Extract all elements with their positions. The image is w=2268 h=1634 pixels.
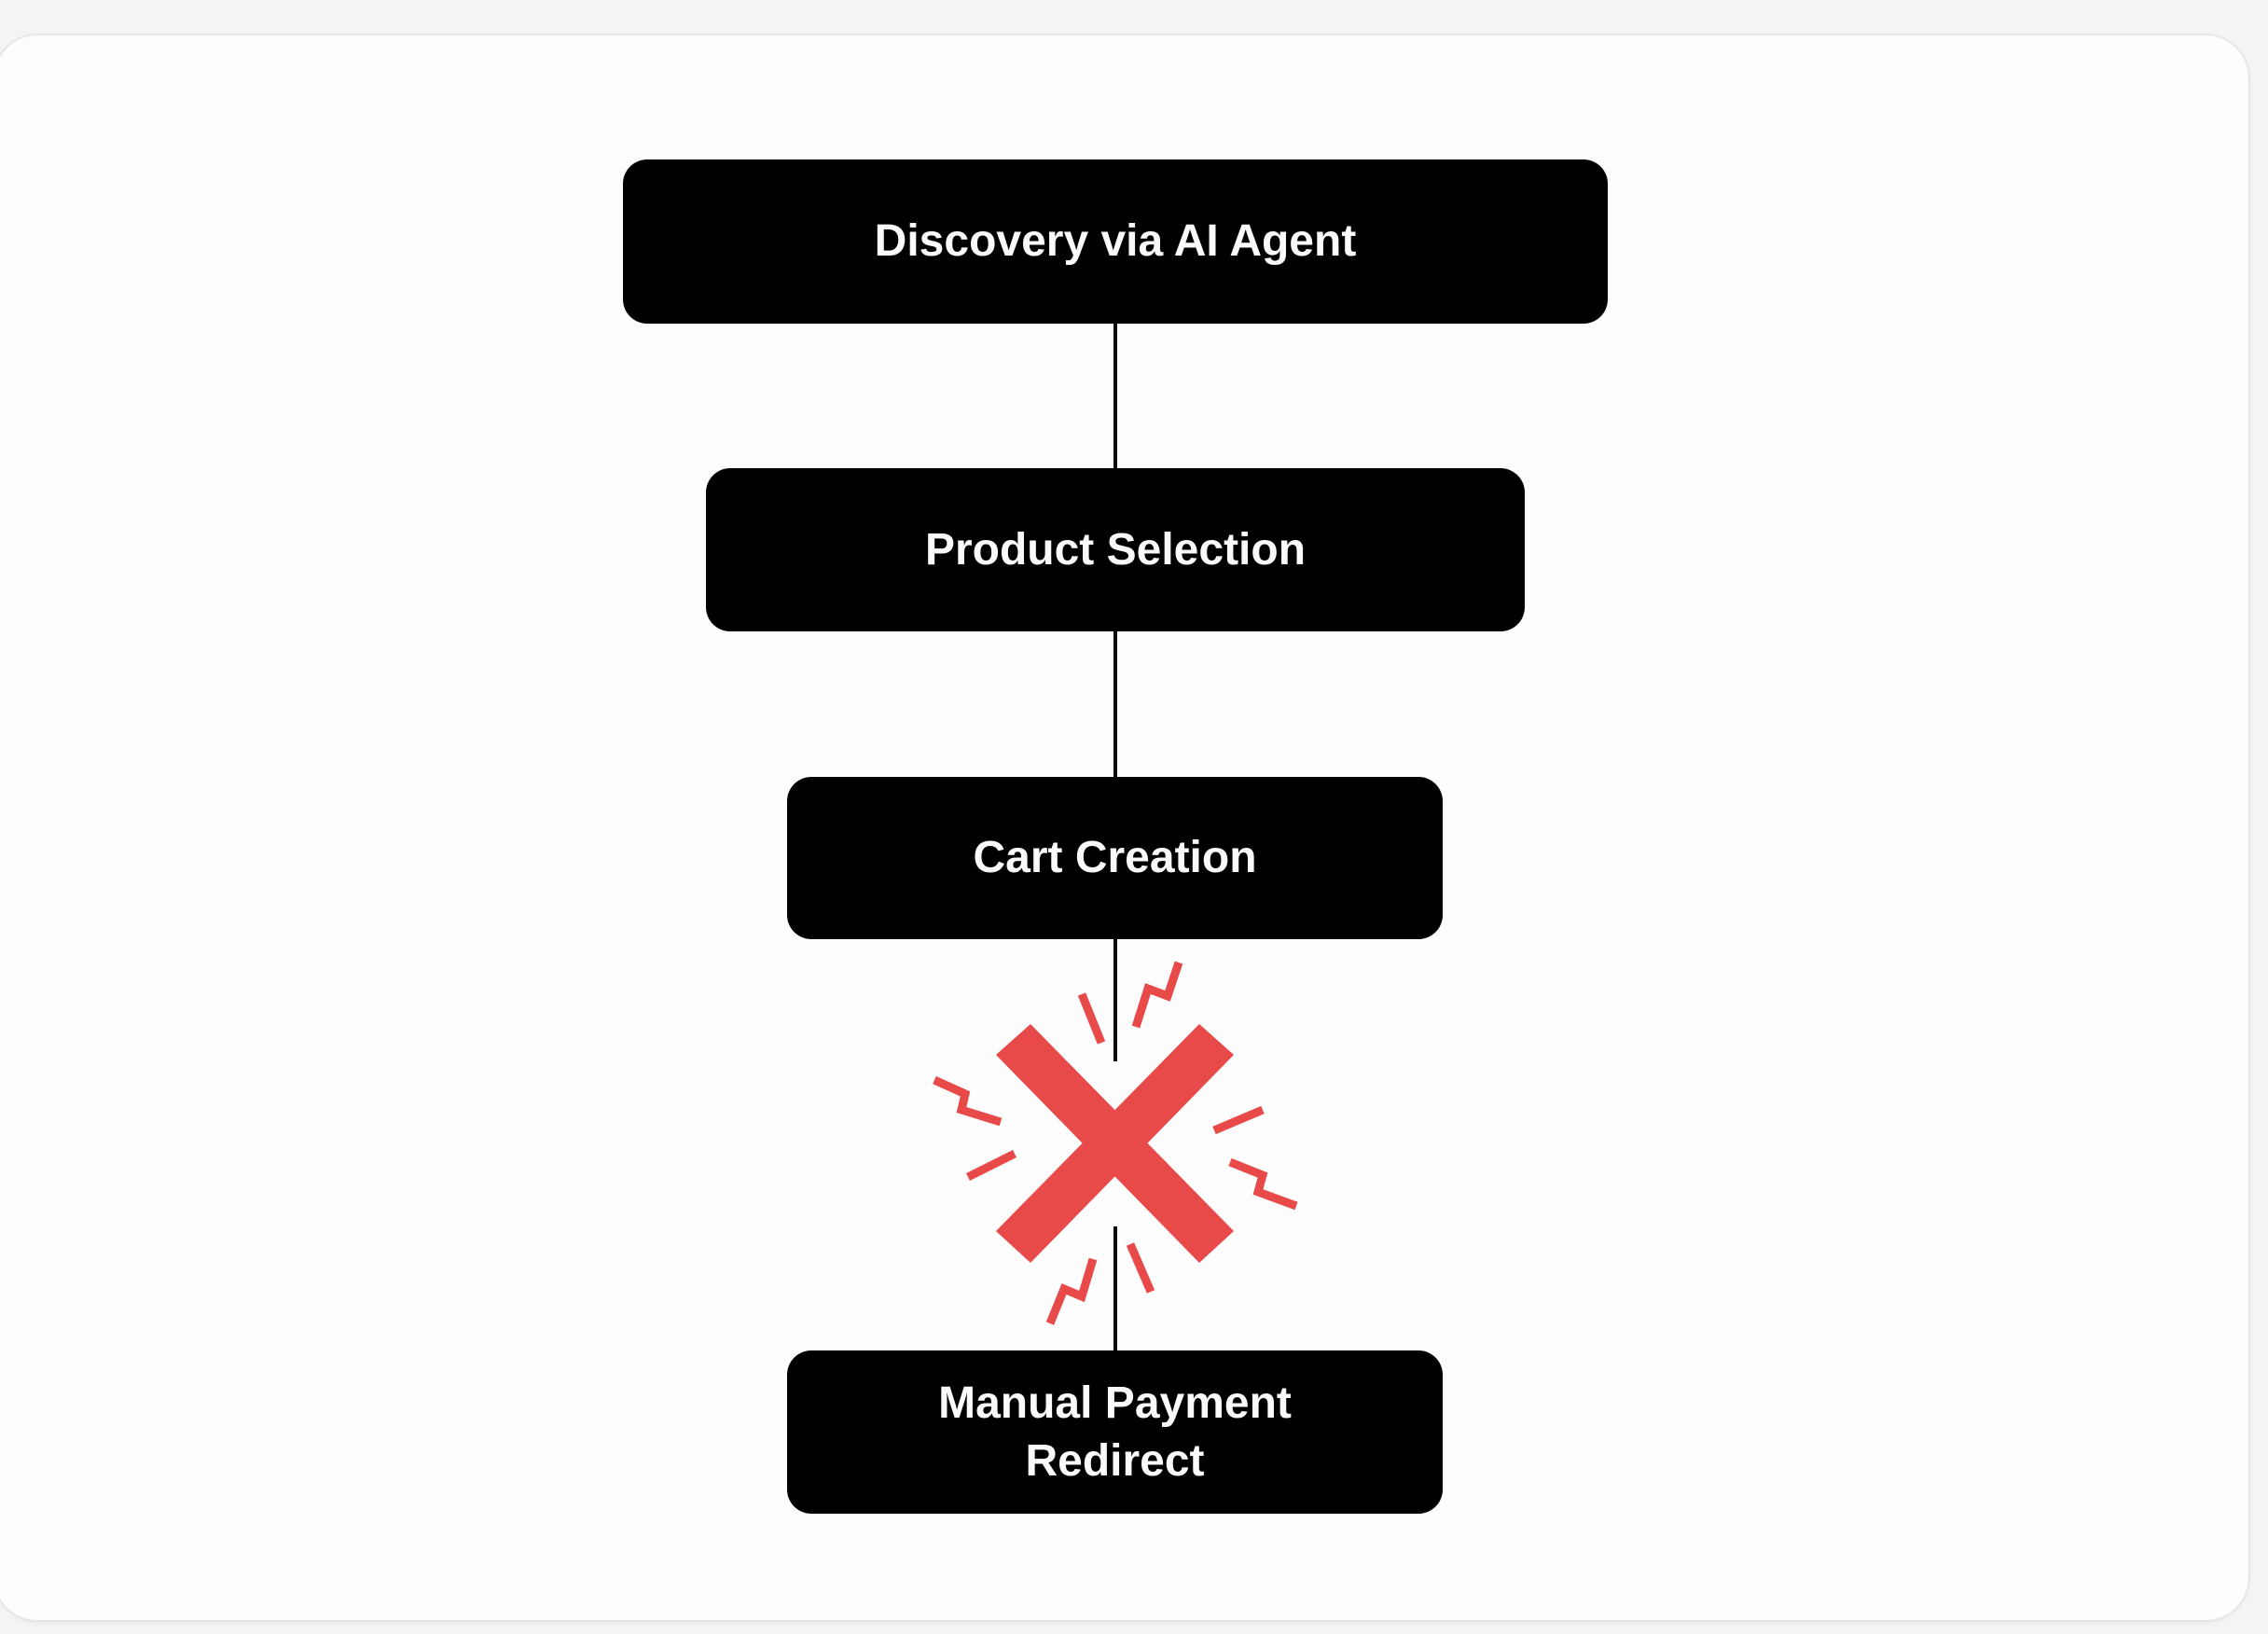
node-manual-payment-redirect: Manual Payment Redirect (787, 1350, 1443, 1514)
node-label: Product Selection (924, 524, 1307, 575)
node-label-line-2: Redirect (1025, 1435, 1205, 1486)
node-label-line-1: Manual Payment (938, 1378, 1292, 1428)
node-product-selection: Product Selection (706, 468, 1525, 631)
node-label: Cart Creation (973, 833, 1257, 882)
node-label: Discovery via AI Agent (874, 216, 1357, 266)
spark-lines (933, 961, 1298, 1325)
connector-selection-cart (1113, 630, 1117, 779)
node-cart-creation: Cart Creation (787, 777, 1443, 939)
node-discovery: Discovery via AI Agent (623, 159, 1608, 324)
connector-cart-payment-upper (1113, 938, 1117, 1061)
x-mark-icon (933, 961, 1298, 1325)
connector-cart-payment-lower (1113, 1226, 1117, 1352)
connector-discovery-selection (1113, 323, 1117, 470)
